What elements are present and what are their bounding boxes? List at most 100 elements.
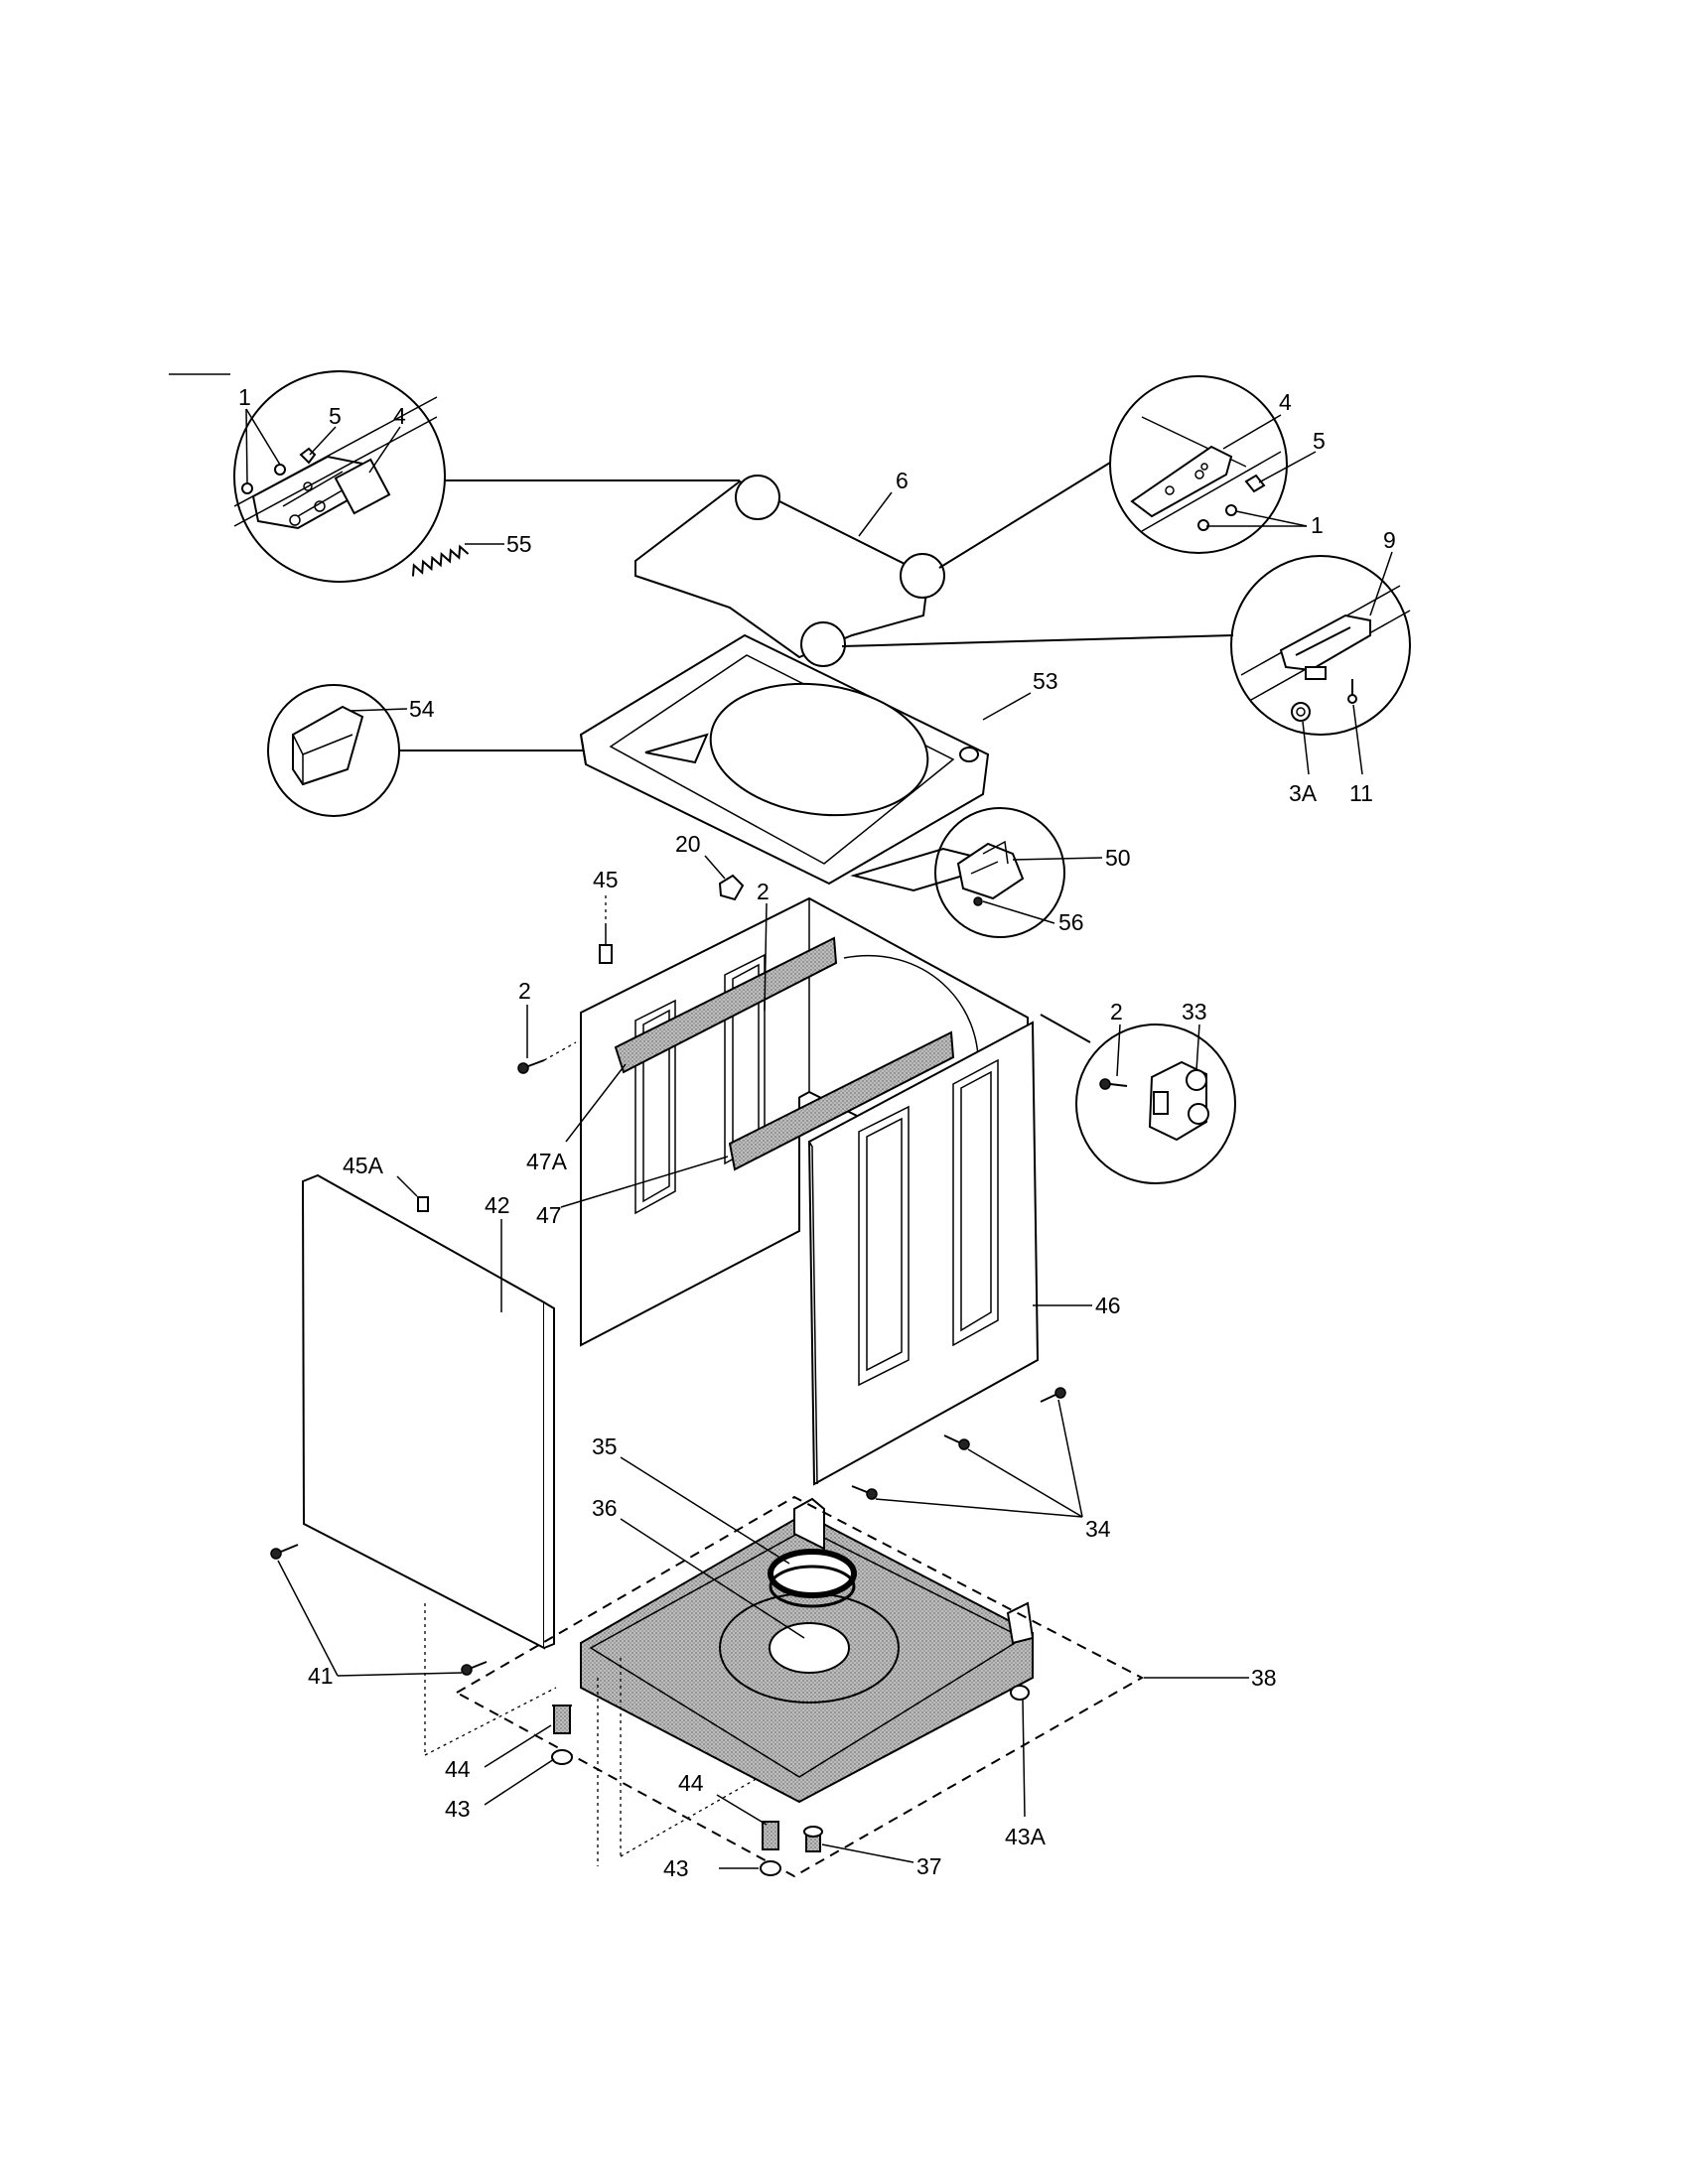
leader-33: [1195, 1024, 1200, 1071]
label-11: 11: [1349, 780, 1373, 806]
leader-44a: [484, 1724, 552, 1768]
label-56: 56: [1058, 909, 1084, 935]
seal-part-35: [768, 1549, 857, 1608]
label-5a: 5: [329, 403, 342, 429]
spring-part-55: [411, 544, 470, 577]
alignment-lines: [424, 1603, 761, 1866]
front-panel-part-42: [301, 1173, 555, 1650]
screw-part-2a: [517, 1059, 545, 1074]
leader-41b: [337, 1672, 463, 1677]
leveling-leg-part-44a: [552, 1705, 572, 1734]
leader-9: [1369, 551, 1393, 616]
leader-45A: [396, 1175, 418, 1197]
nut-part-43A: [1010, 1685, 1030, 1701]
leader-2b: [764, 902, 768, 1012]
label-46: 46: [1095, 1293, 1121, 1318]
connector-right-hinge: [938, 462, 1111, 569]
label-44b: 44: [678, 1770, 704, 1796]
leader-56: [982, 900, 1055, 924]
detail-dispenser: [267, 684, 400, 817]
leader-54: [349, 708, 408, 712]
connector-valve: [1040, 1014, 1091, 1043]
leader-3A: [1302, 721, 1310, 775]
leader-44b: [716, 1794, 768, 1826]
leader-4b: [1222, 414, 1282, 450]
label-53: 53: [1033, 668, 1058, 694]
leader-47A: [565, 1063, 627, 1143]
leader-2c: [1116, 1024, 1121, 1077]
label-20: 20: [675, 831, 701, 857]
leader-4a: [368, 426, 401, 474]
connector-lid-switch: [841, 634, 1234, 647]
top-cover-part-53: [579, 633, 990, 886]
leader-43A: [1022, 1699, 1026, 1818]
label-54: 54: [409, 696, 435, 722]
leader-20: [704, 855, 726, 880]
label-45: 45: [593, 867, 619, 892]
screw-part-45A: [417, 1196, 429, 1212]
label-47: 47: [536, 1202, 562, 1228]
leader-1b-a: [1235, 510, 1308, 527]
detail-lid-switch: [1230, 555, 1411, 736]
leader-50: [1012, 857, 1103, 861]
label-4b: 4: [1279, 389, 1292, 415]
leader-34c: [875, 1498, 1083, 1518]
leader-41a: [277, 1560, 339, 1677]
base-part-38: [580, 1497, 1035, 1804]
label-1b: 1: [1311, 512, 1324, 538]
label-6: 6: [896, 468, 909, 493]
brace-part-47A: [614, 936, 838, 1074]
label-5b: 5: [1313, 428, 1326, 454]
leader-5a: [309, 426, 337, 456]
label-4a: 4: [393, 403, 406, 429]
label-44a: 44: [445, 1756, 471, 1782]
leader-1a-b: [245, 408, 281, 466]
label-37: 37: [916, 1853, 942, 1879]
leader-1a: [245, 408, 248, 484]
label-2c: 2: [1110, 999, 1123, 1024]
leader-34b: [967, 1448, 1083, 1518]
nut-part-43b: [760, 1860, 781, 1876]
leader-43a: [484, 1758, 555, 1806]
foot-part-37: [803, 1826, 823, 1852]
nut-part-43a: [551, 1749, 573, 1765]
label-2a: 2: [518, 978, 531, 1004]
label-41: 41: [308, 1663, 334, 1689]
leader-53: [982, 692, 1032, 721]
detail-valve: [1075, 1024, 1236, 1184]
brace-part-47: [728, 1030, 955, 1171]
clip-part-20: [718, 874, 745, 901]
detail-bracket: [934, 807, 1065, 938]
label-38: 38: [1251, 1665, 1277, 1691]
label-55: 55: [506, 531, 532, 557]
label-2b: 2: [757, 879, 770, 904]
leader-2a-dot: [543, 1041, 577, 1061]
leveling-leg-part-44b: [762, 1821, 779, 1850]
detail-hinge-left: [233, 370, 446, 583]
label-43b: 43: [663, 1855, 689, 1881]
label-43a: 43: [445, 1796, 471, 1822]
side-panel-part-46: [807, 1021, 1040, 1486]
label-35: 35: [592, 1433, 618, 1459]
leader-6: [858, 491, 893, 537]
label-33: 33: [1182, 999, 1207, 1024]
leader-47: [560, 1156, 729, 1208]
screws-part-34: [851, 1387, 1066, 1500]
leader-37: [821, 1843, 914, 1863]
detail-hinge-right: [1109, 375, 1288, 554]
label-45A: 45A: [343, 1153, 384, 1178]
base-outline-dashed: [454, 1495, 1145, 1878]
label-43A: 43A: [1005, 1824, 1047, 1849]
label-36: 36: [592, 1495, 618, 1521]
leader-36: [620, 1518, 805, 1639]
label-47A: 47A: [526, 1149, 568, 1174]
leader-5b: [1258, 451, 1317, 483]
leader-11: [1352, 704, 1363, 775]
label-1a: 1: [238, 384, 251, 410]
label-50: 50: [1105, 845, 1131, 871]
label-3A: 3A: [1289, 780, 1318, 806]
label-42: 42: [485, 1192, 510, 1218]
label-9: 9: [1383, 527, 1396, 553]
leader-34a: [1057, 1399, 1083, 1518]
